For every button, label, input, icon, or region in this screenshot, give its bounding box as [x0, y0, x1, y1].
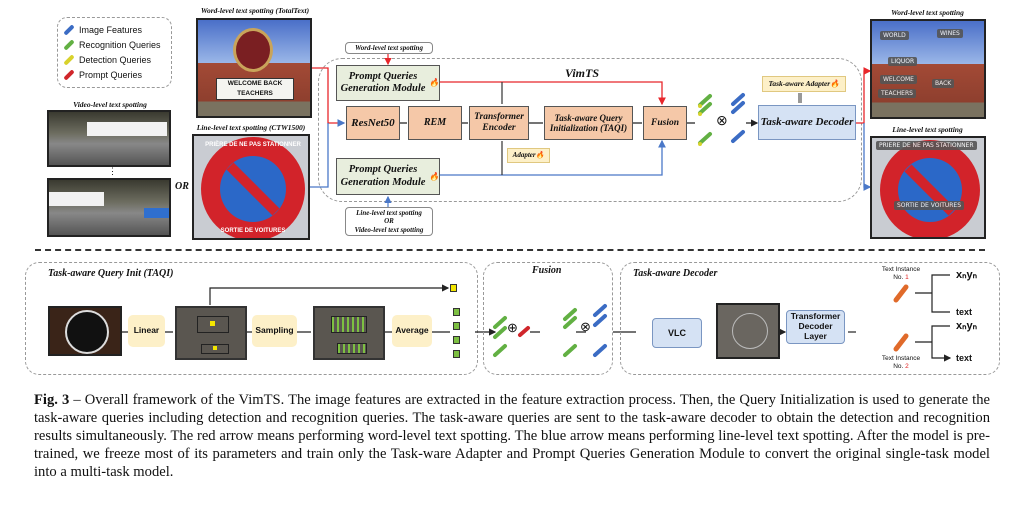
- otimes-symbol: ⊗: [580, 319, 591, 334]
- fusion-block: Fusion: [643, 106, 687, 140]
- fire-icon: 🔥: [535, 151, 545, 160]
- pqgm-top: Prompt Queries Generation Module🔥: [336, 65, 440, 101]
- word-tag: LIQUOR: [888, 57, 918, 66]
- text-output-1: text: [956, 307, 973, 317]
- recognition-query-square: [453, 308, 460, 316]
- legend: Image Features Recognition Queries Detec…: [57, 17, 172, 88]
- average-block: Average: [392, 315, 432, 347]
- video-frame-1: [47, 110, 171, 167]
- coordinates-output-2: xₙyₙ: [956, 320, 978, 332]
- oplus-symbol: ⊕: [507, 320, 518, 335]
- taqi-detail-panel: [25, 262, 478, 375]
- vlc-block: VLC: [652, 318, 702, 348]
- detection-query-square: [450, 284, 457, 292]
- ellipsis: ⋮: [108, 166, 117, 176]
- pqgm-bottom: Prompt Queries Generation Module🔥: [336, 158, 440, 195]
- fire-icon: 🔥: [830, 78, 840, 88]
- linear-block: Linear: [128, 315, 165, 347]
- word-tag: TEACHERS: [878, 89, 916, 98]
- transformer-decoder-layer-block: Transformer Decoder Layer: [786, 310, 845, 344]
- fire-icon: 🔥: [429, 171, 439, 181]
- resnet50-block: ResNet50: [346, 106, 400, 140]
- adapter-box: Adapter🔥: [507, 148, 550, 163]
- task-aware-decoder-block: Task-aware Decoder: [758, 105, 856, 140]
- legend-item: Detection Queries: [63, 52, 166, 67]
- perfect-potion-image: [48, 306, 122, 356]
- line-input-label: Line-level text spotting (CTW1500): [196, 123, 306, 132]
- or-label: OR: [175, 181, 189, 192]
- decoder-detail-title: Task-aware Decoder: [633, 268, 718, 279]
- recognition-query-square: [453, 350, 460, 358]
- fusion-detail-panel: [483, 262, 613, 375]
- figure-caption: Fig. 3 – Overall framework of the VimTS.…: [34, 392, 990, 480]
- line-input-image: PRIÈRE DE NE PAS STATIONNER SORTIE DE VO…: [192, 134, 310, 240]
- sampling-block: Sampling: [252, 315, 297, 347]
- line-tag: PRIERE DE NE PAS STATIONNER: [876, 141, 977, 150]
- word-input-label: Word-level text spotting (TotalText): [200, 6, 310, 15]
- word-tag: WORLD: [880, 31, 909, 40]
- feature-map-2: [313, 306, 385, 360]
- attention-map: [716, 303, 780, 359]
- rem-block: REM: [408, 106, 462, 140]
- vimts-region: [318, 58, 862, 202]
- taqi-detail-title: Task-aware Query Init (TAQI): [48, 268, 174, 279]
- transformer-encoder-block: Transformer Encoder: [469, 106, 529, 140]
- query-sticks: [698, 93, 745, 146]
- video-frame-2: [47, 178, 171, 237]
- word-prompt-box: Word-level text spotting: [345, 42, 433, 55]
- video-input-label: Video-level text spotting: [73, 100, 147, 109]
- no-parking-sign: [880, 140, 980, 237]
- otimes-symbol: ⊗: [716, 114, 728, 129]
- vimts-title: VimTS: [565, 66, 600, 80]
- recognition-query-square: [453, 322, 460, 330]
- line-output-label: Line-level text spotting: [892, 125, 963, 134]
- legend-item: Prompt Queries: [63, 67, 166, 82]
- sign-top-text: PRIÈRE DE NE PAS STATIONNER: [205, 142, 301, 148]
- legend-item: Image Features: [63, 22, 166, 37]
- connections: [310, 53, 872, 207]
- feature-map-1: [175, 306, 247, 360]
- fusion-detail-title: Fusion: [532, 265, 562, 276]
- line-output-image: PRIERE DE NE PAS STATIONNER SORTIE DE VO…: [870, 136, 986, 239]
- sign-bottom-text: SORTIE DE VOITURES: [220, 228, 286, 234]
- word-output-label: Word-level text spotting: [891, 8, 964, 17]
- task-aware-adapter-box: Task-aware Adapter🔥: [762, 76, 846, 92]
- no-parking-sign: [201, 137, 305, 238]
- text-output-2: text: [956, 353, 973, 363]
- coordinates-output-1: xₙyₙ: [956, 269, 978, 281]
- decoder-detail-panel: [620, 262, 1000, 375]
- taqi-block: Task-aware Query Initialization (TAQI): [544, 106, 633, 140]
- recognition-query-square: [453, 336, 460, 344]
- word-tag: WELCOME: [880, 75, 917, 84]
- legend-item: Recognition Queries: [63, 37, 166, 52]
- line-tag: SORTIE DE VOITURES: [894, 201, 965, 210]
- separator: [35, 249, 985, 251]
- word-output-image: WORLD WINES LIQUOR WELCOME BACK TEACHERS: [870, 19, 986, 119]
- word-tag: BACK: [932, 79, 955, 88]
- bottom-connections: [122, 274, 1024, 385]
- word-tag: WINES: [937, 29, 963, 38]
- fire-icon: 🔥: [429, 78, 439, 88]
